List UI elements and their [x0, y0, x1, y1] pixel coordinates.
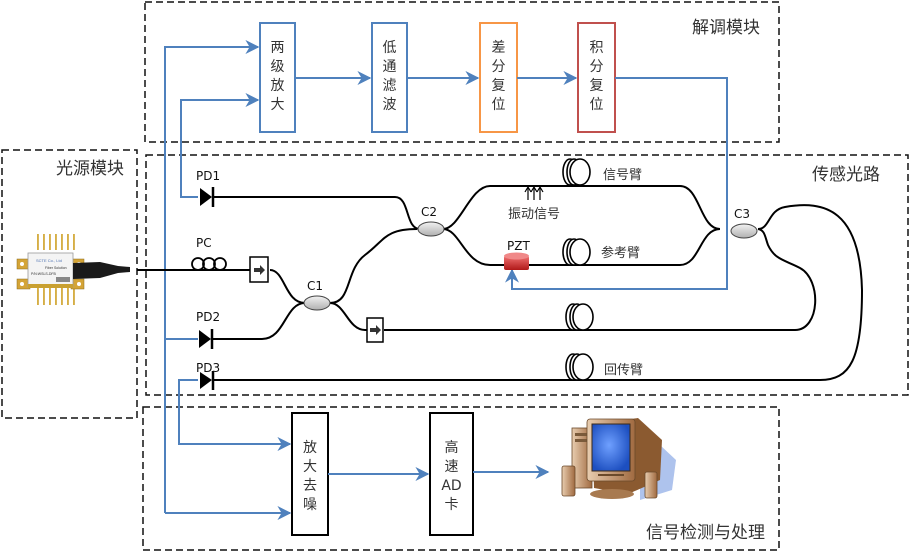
- fiber-coil-reference-arm: [562, 238, 591, 266]
- computer-icon: [561, 418, 676, 500]
- svg-text:复: 复: [590, 77, 604, 94]
- light-source-module-title: 光源模块: [56, 159, 124, 179]
- svg-text:波: 波: [383, 97, 397, 113]
- svg-text:两: 两: [271, 40, 285, 56]
- svg-text:低: 低: [383, 40, 397, 56]
- svg-text:分: 分: [590, 59, 604, 75]
- vibration-arrows-icon: [524, 185, 544, 200]
- coupler-c1: [303, 295, 331, 311]
- svg-text:高: 高: [445, 439, 459, 456]
- light-source-module-box: [1, 149, 138, 419]
- detect-block-amp-denoise: 放 大 去 噪: [291, 412, 329, 536]
- demod-block-two-stage-amp: 两 级 放 大: [259, 22, 296, 133]
- demod-block-low-pass-filter: 低 通 滤 波: [371, 22, 408, 133]
- isolator-1: [249, 256, 269, 283]
- svg-text:级: 级: [271, 59, 285, 75]
- svg-text:放: 放: [303, 440, 317, 456]
- pc-label: PC: [196, 236, 212, 250]
- laser-source-icon: SCTE Co., Ltd Fiber Solution P/N:WSLS-DF…: [16, 234, 130, 305]
- svg-text:位: 位: [492, 97, 506, 113]
- svg-text:分: 分: [492, 59, 506, 75]
- svg-text:差: 差: [492, 40, 506, 56]
- c2-label: C2: [421, 205, 437, 219]
- coupler-c2: [417, 221, 445, 237]
- c3-label: C3: [734, 207, 750, 221]
- svg-text:去: 去: [303, 478, 317, 494]
- svg-text:放: 放: [271, 78, 285, 94]
- reference-arm-label: 参考臂: [601, 245, 640, 261]
- fiber-paths: [137, 185, 864, 381]
- photodetector-pd2: [199, 329, 214, 349]
- pzt-label: PZT: [507, 239, 530, 253]
- fiber-coil-delay: [565, 303, 594, 331]
- detect-block-high-speed-ad-card: 高 速 AD 卡: [429, 412, 474, 536]
- sensing-path-module-title: 传感光路: [812, 165, 880, 185]
- svg-text:大: 大: [271, 97, 285, 113]
- demod-block-differential-reset: 差 分 复 位: [479, 22, 518, 133]
- photodetector-pd1: [200, 187, 215, 207]
- svg-text:通: 通: [383, 59, 397, 75]
- laser-subtitle-text: Fiber Solution: [45, 266, 67, 270]
- demodulation-module-box: [144, 1, 780, 143]
- demod-chain-arrows: [295, 71, 728, 290]
- svg-text:大: 大: [303, 459, 317, 475]
- pzt-actuator: [504, 252, 529, 270]
- fiber-coil-signal-arm: [562, 158, 591, 186]
- vibration-signal-label: 振动信号: [508, 207, 560, 222]
- pd1-label: PD1: [196, 169, 220, 183]
- laser-part-text: P/N:WSLS-DFB: [31, 272, 57, 276]
- svg-text:AD: AD: [441, 478, 461, 494]
- svg-text:复: 复: [492, 77, 506, 94]
- svg-text:积: 积: [590, 40, 604, 56]
- svg-text:噪: 噪: [303, 497, 317, 513]
- pd3-label: PD3: [196, 361, 220, 375]
- coupler-c3: [730, 223, 758, 239]
- fiber-coil-return-arm: [565, 353, 594, 381]
- svg-text:位: 位: [590, 97, 604, 113]
- svg-text:卡: 卡: [445, 497, 459, 513]
- detection-chain-arrows: [328, 465, 550, 481]
- return-arm-label: 回传臂: [604, 363, 643, 378]
- detection-module-title: 信号检测与处理: [646, 523, 765, 543]
- polarization-controller: [191, 257, 227, 271]
- isolator-2: [366, 317, 384, 343]
- signal-lines: [164, 40, 292, 520]
- sensing-path-module-box: [145, 154, 909, 396]
- demodulation-module-title: 解调模块: [692, 18, 760, 38]
- svg-text:速: 速: [445, 459, 459, 475]
- c1-label: C1: [307, 279, 323, 293]
- laser-brand-text: SCTE Co., Ltd: [36, 258, 62, 263]
- photodetector-pd3: [200, 371, 215, 390]
- detection-module-box: [142, 406, 780, 551]
- signal-arm-label: 信号臂: [603, 168, 642, 183]
- demod-block-integral-reset: 积 分 复 位: [577, 22, 616, 133]
- svg-text:滤: 滤: [383, 78, 397, 94]
- pd2-label: PD2: [196, 310, 220, 324]
